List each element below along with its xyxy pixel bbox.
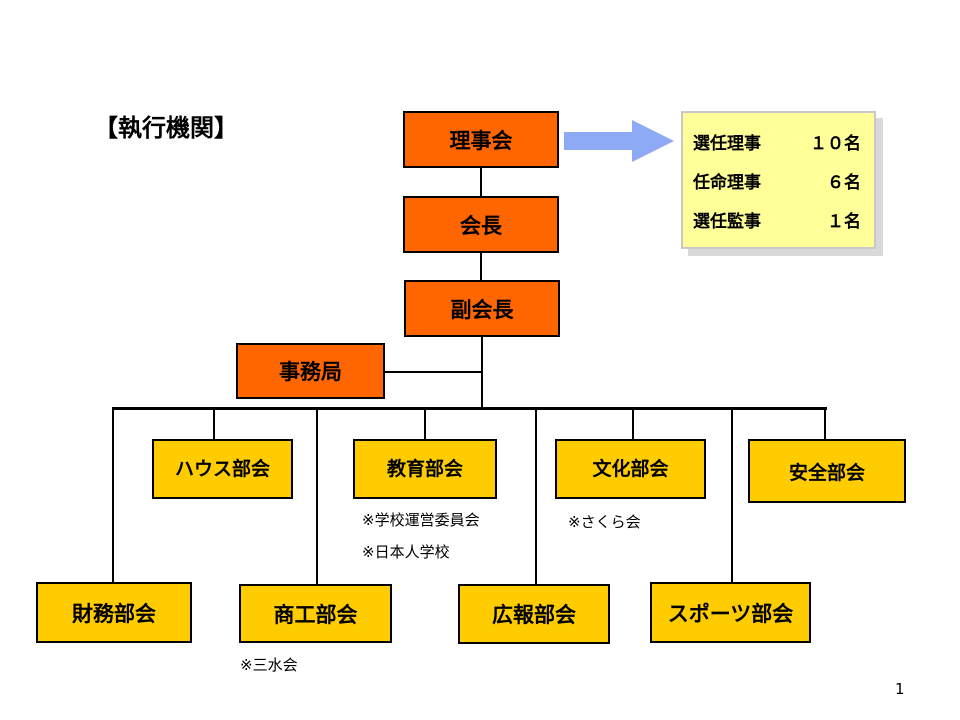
board-composition-box: 選任理事 １０名 任命理事 ６名 選任監事 １名 [681, 111, 876, 249]
department-note: ※日本人学校 [362, 543, 450, 561]
connector-line [535, 408, 537, 584]
connector-line [480, 253, 482, 281]
connector-line [480, 168, 482, 198]
connector-line [481, 337, 483, 409]
vice-president-box: 副会長 [404, 280, 560, 337]
section-title: 【執行機関】 [94, 114, 238, 142]
arrow-right-icon [564, 120, 674, 162]
president-box: 会長 [403, 196, 559, 253]
composition-role: 選任監事 [693, 212, 761, 232]
composition-row: 任命理事 ６名 [693, 168, 874, 207]
department-note: ※さくら会 [568, 513, 641, 531]
composition-role: 任命理事 [693, 173, 761, 193]
secretariat-box: 事務局 [236, 343, 385, 399]
connector-line [112, 407, 827, 410]
department-box-commerce: 商工部会 [239, 584, 392, 643]
composition-count: １名 [827, 212, 861, 232]
connector-line [632, 408, 634, 440]
department-box-finance: 財務部会 [36, 582, 192, 643]
page-number: 1 [895, 680, 905, 698]
connector-line [316, 408, 318, 584]
department-box-sports: スポーツ部会 [650, 582, 811, 643]
connector-line [112, 408, 114, 582]
composition-row: 選任理事 １０名 [693, 129, 874, 168]
connector-line [731, 408, 733, 582]
connector-line [213, 408, 215, 440]
composition-count: １０名 [810, 134, 861, 154]
board-box: 理事会 [403, 111, 559, 168]
department-note: ※学校運営委員会 [362, 511, 480, 529]
department-box-publicity: 広報部会 [458, 584, 610, 644]
department-box-culture: 文化部会 [555, 439, 706, 499]
department-box-education: 教育部会 [353, 439, 497, 499]
connector-line [385, 371, 482, 373]
composition-row: 選任監事 １名 [693, 207, 874, 246]
department-box-safety: 安全部会 [748, 439, 906, 503]
department-box-house: ハウス部会 [152, 439, 293, 499]
composition-role: 選任理事 [693, 134, 761, 154]
connector-line [424, 408, 426, 440]
composition-count: ６名 [827, 173, 861, 193]
connector-line [824, 408, 826, 440]
department-note: ※三水会 [240, 656, 298, 674]
